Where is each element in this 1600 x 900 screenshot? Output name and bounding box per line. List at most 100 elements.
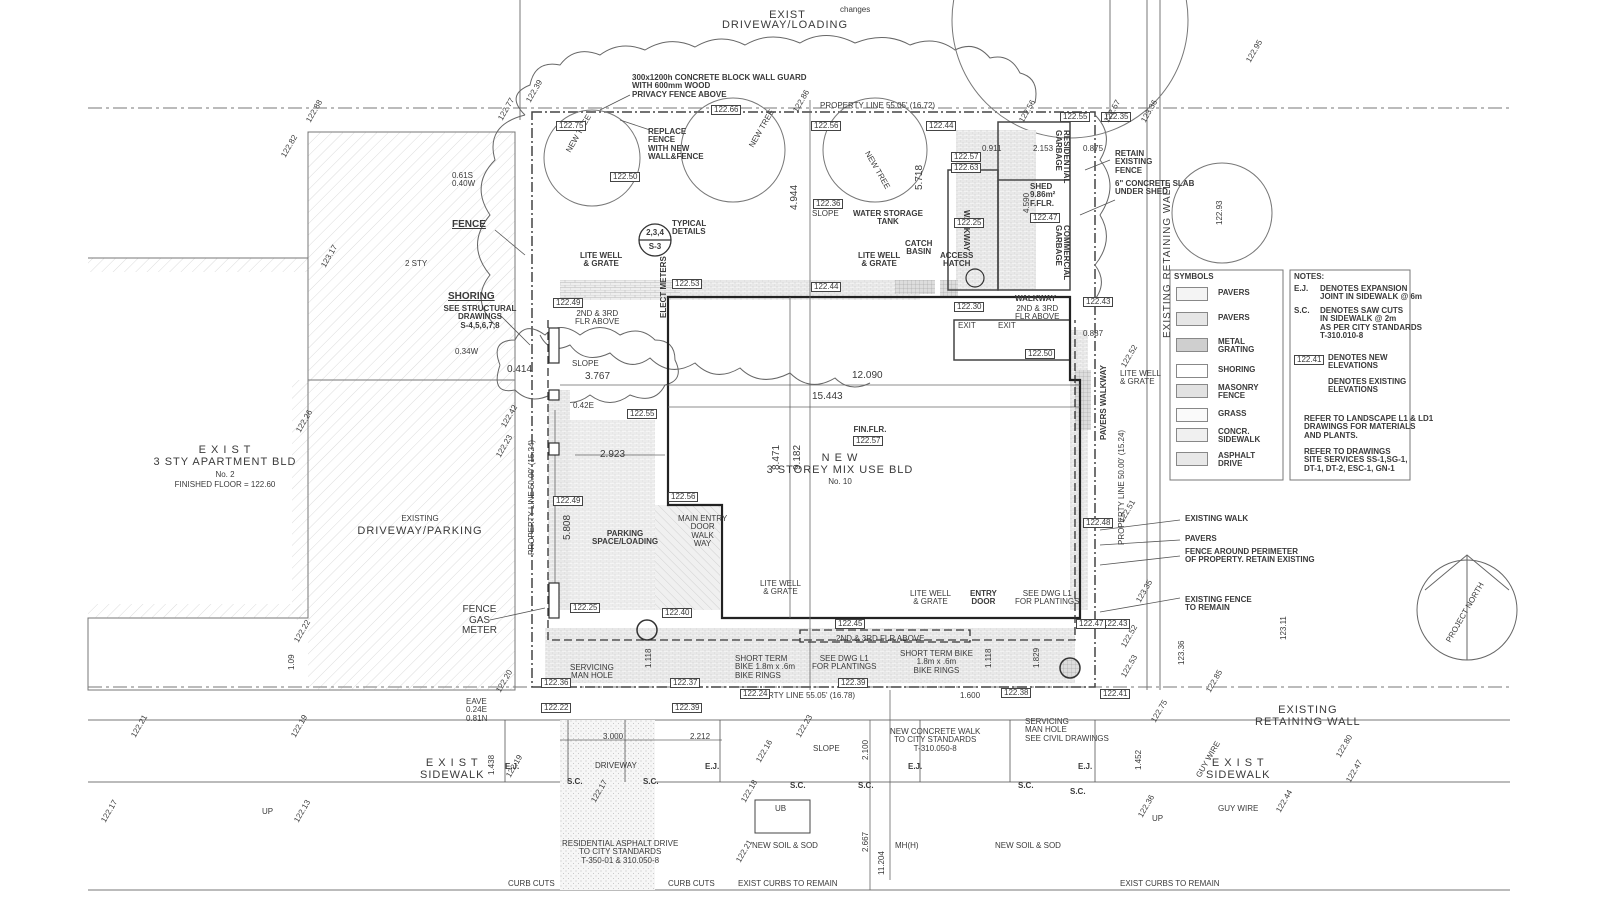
sidewalk-joints	[504, 720, 1096, 782]
notes-title: NOTES:	[1294, 272, 1325, 281]
symbol-swatch-pavers-2	[1176, 312, 1208, 326]
ej-2: E.J.	[705, 762, 720, 771]
dim-2100: 2.100	[861, 739, 870, 760]
building-dim-lines	[554, 100, 1080, 890]
new-building-outline	[666, 295, 1082, 620]
slope-2: SLOPE	[813, 744, 840, 753]
lite-well-2: LITE WELL & GRATE	[858, 251, 901, 269]
symbols-title: SYMBOLS	[1174, 272, 1214, 281]
parking-label: PARKING SPACE/LOADING	[592, 529, 659, 547]
curb-cuts-1: CURB CUTS	[508, 879, 555, 888]
symbol-label-7: CONCR. SIDEWALK	[1218, 427, 1261, 445]
notes-frame	[1289, 269, 1411, 481]
exit-2: EXIT	[998, 321, 1016, 330]
driveway-top-label: DRIVEWAY/LOADING	[721, 19, 849, 31]
block-wall-note: 300x1200h CONCRETE BLOCK WALL GUARD WITH…	[632, 73, 807, 99]
dim-1118a: 1.118	[644, 648, 653, 668]
symbol-swatch-masonry	[1176, 384, 1208, 398]
spot-elevation-17: 122.39	[838, 678, 869, 689]
spot-elevation-16: 122.45	[835, 619, 866, 630]
property-line-right: PROPERTY LINE 50.00' (15.24)	[1117, 429, 1126, 545]
curb-cuts-2: CURB CUTS	[668, 879, 715, 888]
symbol-swatch-grating	[1176, 338, 1208, 352]
offset-top: 0.61S 0.40W	[452, 171, 476, 189]
left-building-name: 3 STY APARTMENT BLD	[153, 456, 297, 468]
existing-walk: EXISTING WALK	[1185, 514, 1249, 523]
spot-elevation-9: 122.53	[672, 279, 703, 290]
spot-elevation-29: 122.47	[1076, 619, 1107, 630]
note-refer-1: REFER TO LANDSCAPE L1 & LD1 DRAWINGS FOR…	[1304, 414, 1434, 440]
detail-ref: 2,3,4	[646, 228, 664, 237]
dim-15443: 15.443	[812, 391, 843, 402]
fence-gas-meter: FENCE GAS METER	[462, 604, 497, 636]
left-building-number: No. 2	[215, 470, 235, 479]
sc-4: S.C.	[858, 781, 874, 790]
dim-2667: 2.667	[861, 831, 870, 852]
exist-elev-35: 123.11	[1279, 616, 1288, 640]
symbol-label-2: PAVERS	[1218, 313, 1250, 322]
driveway-top-small: changes	[840, 5, 871, 14]
note-key-3: 122.41	[1294, 355, 1325, 366]
residential-garbage: RESIDENTIAL GARBAGE	[1053, 130, 1071, 184]
existing-retaining-wall-v: EXISTING RETAINING WALL	[1162, 182, 1173, 338]
dim-4590: 4.590	[1022, 192, 1031, 213]
paver-strip	[680, 280, 920, 300]
spot-elevation-23: 122.30	[954, 302, 985, 313]
dim-5808: 5.808	[562, 514, 573, 540]
lite-well-1: LITE WELL & GRATE	[580, 251, 623, 269]
fence-perimeter: FENCE AROUND PERIMETER OF PROPERTY. RETA…	[1185, 547, 1315, 565]
concrete-slab: 6" CONCRETE SLAB UNDER SHED	[1115, 179, 1195, 197]
north-arrow	[1416, 554, 1518, 661]
spot-elevation-18: 122.37	[670, 678, 701, 689]
dim-2153: 2.153	[1033, 144, 1054, 153]
lite-well-grate-2	[895, 280, 935, 294]
left-building-exist: E X I S T	[198, 444, 252, 456]
pavers-pointer: PAVERS	[1185, 534, 1217, 543]
shed-label: SHED 9.86m²	[1030, 182, 1056, 200]
dim-2923: 2.923	[600, 449, 626, 460]
ej-1: E.J.	[505, 762, 520, 771]
overhang-dashed	[547, 320, 1076, 643]
dim-9182: 9.182	[792, 444, 803, 470]
symbol-swatch-shoring	[1176, 364, 1208, 378]
dim-0887: 0.887	[1083, 329, 1104, 338]
lite-well-5: LITE WELL & GRATE	[1120, 369, 1161, 387]
see-l1-b: SEE DWG L1 FOR PLANTINGS	[812, 654, 877, 672]
spot-elevation-19: 122.24	[740, 689, 771, 700]
catch-basin-grate	[940, 280, 958, 298]
property-line-bottom: PROPERTY LINE 55.05' (16.78)	[740, 691, 856, 700]
dim-5718: 5.718	[914, 164, 925, 190]
spot-elevation-2: 122.50	[610, 172, 641, 183]
spot-elevation-8: 122.35	[1101, 112, 1132, 123]
spot-elevation-12: 122.55	[627, 409, 658, 420]
slope-3: SLOPE	[812, 209, 839, 218]
spot-elevation-30: 122.48	[1083, 518, 1114, 529]
lite-well-4: LITE WELL & GRATE	[910, 589, 951, 607]
note-text-2: DENOTES SAW CUTS IN SIDEWALK @ 2m AS PER…	[1320, 306, 1422, 341]
note-refer-2: REFER TO DRAWINGS SITE SERVICES SS-1,SG-…	[1304, 447, 1408, 473]
symbol-swatch-grass	[1176, 408, 1208, 422]
shoring-blocks	[548, 327, 560, 619]
asphalt-drive	[560, 720, 655, 890]
dim-0414: 0.414	[507, 364, 533, 375]
spot-elevation-20: 122.22	[541, 703, 572, 714]
dim-8471: 8.471	[771, 444, 782, 470]
dim-11204: 11.204	[877, 851, 886, 875]
new-soil-1: NEW SOIL & SOD	[752, 841, 818, 850]
spot-elevation-34: 122.55	[1060, 112, 1091, 123]
slope-1: SLOPE	[572, 359, 599, 368]
bike-rings-1: SHORT TERM BIKE 1.8m x .6m BIKE RINGS	[735, 654, 796, 680]
spot-elevation-4: 122.44	[926, 121, 957, 132]
new-building-name: 3 STOREY MIX USE BLD	[766, 464, 914, 476]
existing-retaining-wall-h: EXISTING RETAINING WALL	[1255, 704, 1361, 728]
dim-1829: 1.829	[1032, 647, 1041, 668]
spot-elevation-3: 122.56	[811, 121, 842, 132]
property-boundary	[531, 111, 1096, 688]
spot-elevation-24: 122.36	[541, 678, 572, 689]
symbols-frame	[1169, 269, 1284, 481]
sc-2: S.C.	[643, 777, 659, 786]
up-right: UP	[1152, 814, 1164, 823]
commercial-garbage: COMMERCIAL GARBAGE	[1053, 225, 1071, 281]
new-soil-2: NEW SOIL & SOD	[995, 841, 1061, 850]
